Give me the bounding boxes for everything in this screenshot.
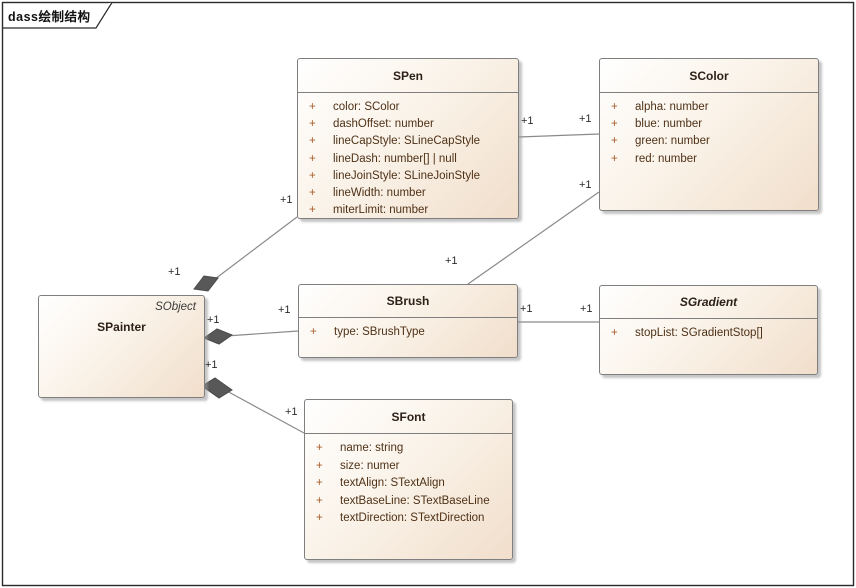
visibility-public-icon: + bbox=[309, 101, 316, 113]
attribute-row: + dashOffset: number bbox=[298, 116, 518, 133]
attribute-text: red: number bbox=[635, 152, 698, 165]
visibility-public-icon: + bbox=[309, 118, 316, 131]
attribute-row: + size: numer bbox=[305, 458, 512, 476]
attribute-text: lineWidth: number bbox=[333, 186, 426, 199]
attribute-text: dashOffset: number bbox=[333, 118, 434, 131]
diagram-frame-tab bbox=[2, 2, 113, 29]
multiplicity-label[interactable]: +1 bbox=[579, 179, 592, 191]
composition-diamond-icon[interactable] bbox=[202, 328, 234, 345]
attribute-row: + lineDash: number[] | null bbox=[298, 151, 518, 168]
visibility-public-icon: + bbox=[316, 442, 323, 454]
attribute-text: alpha: number bbox=[635, 101, 709, 113]
class-box-scolor[interactable]: SColor + alpha: number + blue: number + … bbox=[599, 58, 819, 211]
attribute-row: + textDirection: STextDirection bbox=[305, 510, 512, 528]
attribute-row: + stopList: SGradientStop[] bbox=[600, 325, 817, 342]
visibility-public-icon: + bbox=[309, 135, 316, 148]
class-title: SGradient bbox=[600, 286, 817, 319]
diagram-title: dass绘制结构 bbox=[8, 10, 91, 24]
multiplicity-label[interactable]: +1 bbox=[285, 406, 298, 418]
class-title: SColor bbox=[600, 59, 818, 93]
attribute-row: + color: SColor bbox=[298, 99, 518, 116]
attribute-row: + lineWidth: number bbox=[298, 185, 518, 202]
class-title: SBrush bbox=[299, 285, 517, 318]
multiplicity-label[interactable]: +1 bbox=[278, 304, 291, 316]
attribute-row: + blue: number bbox=[600, 116, 818, 133]
multiplicity-label[interactable]: +1 bbox=[445, 255, 458, 267]
visibility-public-icon: + bbox=[309, 152, 316, 165]
visibility-public-icon: + bbox=[316, 477, 323, 489]
attribute-compartment: + type: SBrushType bbox=[299, 318, 517, 341]
attribute-text: textDirection: STextDirection bbox=[340, 512, 485, 524]
attribute-compartment: + name: string + size: numer + textAlign… bbox=[305, 434, 512, 528]
class-box-sgradient[interactable]: SGradient + stopList: SGradientStop[] bbox=[599, 285, 818, 375]
multiplicity-label[interactable]: +1 bbox=[521, 115, 534, 127]
multiplicity-label[interactable]: +1 bbox=[205, 359, 218, 371]
attribute-row: + name: string bbox=[305, 440, 512, 458]
attribute-text: blue: number bbox=[635, 118, 703, 131]
multiplicity-label[interactable]: +1 bbox=[280, 194, 293, 206]
connector-spainter-spen[interactable] bbox=[210, 216, 298, 283]
attribute-compartment: + alpha: number + blue: number + green: … bbox=[600, 93, 818, 168]
attribute-text: lineJoinStyle: SLineJoinStyle bbox=[333, 169, 481, 182]
visibility-public-icon: + bbox=[309, 204, 316, 217]
visibility-public-icon: + bbox=[310, 326, 317, 338]
visibility-public-icon: + bbox=[611, 327, 618, 339]
attribute-row: + green: number bbox=[600, 133, 818, 150]
multiplicity-label[interactable]: +1 bbox=[207, 314, 220, 326]
attribute-text: size: numer bbox=[340, 459, 400, 472]
composition-diamond-icon[interactable] bbox=[193, 275, 219, 292]
attribute-text: textAlign: STextAlign bbox=[340, 477, 445, 489]
attribute-row: + lineCapStyle: SLineCapStyle bbox=[298, 133, 518, 150]
multiplicity-label[interactable]: +1 bbox=[580, 303, 593, 315]
visibility-public-icon: + bbox=[316, 512, 323, 524]
attribute-compartment: + color: SColor + dashOffset: number + l… bbox=[298, 93, 518, 219]
attribute-row: + alpha: number bbox=[600, 99, 818, 116]
attribute-text: type: SBrushType bbox=[334, 326, 425, 338]
visibility-public-icon: + bbox=[316, 494, 323, 507]
visibility-public-icon: + bbox=[309, 186, 316, 199]
attribute-text: stopList: SGradientStop[] bbox=[635, 327, 763, 339]
visibility-public-icon: + bbox=[611, 101, 618, 113]
multiplicity-label[interactable]: +1 bbox=[520, 303, 533, 315]
attribute-row: + textAlign: STextAlign bbox=[305, 475, 512, 493]
attribute-text: lineCapStyle: SLineCapStyle bbox=[333, 135, 481, 148]
attribute-text: green: number bbox=[635, 135, 710, 148]
attribute-text: textBaseLine: STextBaseLine bbox=[340, 494, 490, 507]
connector-spen-scolor[interactable] bbox=[518, 133, 600, 138]
multiplicity-label[interactable]: +1 bbox=[579, 113, 592, 125]
class-box-spen[interactable]: SPen + color: SColor + dashOffset: numbe… bbox=[297, 58, 519, 219]
attribute-row: + textBaseLine: STextBaseLine bbox=[305, 493, 512, 511]
connector-sbrush-scolor[interactable] bbox=[467, 191, 600, 285]
composition-diamond-icon[interactable] bbox=[201, 377, 233, 399]
connector-spainter-sbrush[interactable] bbox=[225, 330, 299, 337]
class-title: SFont bbox=[305, 400, 512, 434]
class-box-spainter[interactable]: SObject SPainter bbox=[38, 295, 205, 398]
attribute-text: name: string bbox=[340, 442, 404, 454]
attribute-row: + miterLimit: number bbox=[298, 202, 518, 219]
visibility-public-icon: + bbox=[611, 152, 618, 165]
attribute-text: miterLimit: number bbox=[333, 204, 429, 217]
attribute-text: lineDash: number[] | null bbox=[333, 152, 457, 165]
attribute-compartment: + stopList: SGradientStop[] bbox=[600, 319, 817, 342]
attribute-row: + type: SBrushType bbox=[299, 324, 517, 341]
class-title: SPainter bbox=[97, 320, 146, 334]
class-box-sfont[interactable]: SFont + name: string + size: numer + tex… bbox=[304, 399, 513, 560]
multiplicity-label[interactable]: +1 bbox=[168, 266, 181, 278]
class-title: SPen bbox=[298, 59, 518, 93]
attribute-row: + lineJoinStyle: SLineJoinStyle bbox=[298, 168, 518, 185]
connector-spainter-sfont[interactable] bbox=[224, 389, 305, 434]
attribute-row: + red: number bbox=[600, 151, 818, 168]
attribute-text: color: SColor bbox=[333, 101, 400, 113]
visibility-public-icon: + bbox=[611, 135, 618, 148]
class-box-sbrush[interactable]: SBrush + type: SBrushType bbox=[298, 284, 518, 358]
visibility-public-icon: + bbox=[316, 459, 323, 472]
visibility-public-icon: + bbox=[309, 169, 316, 182]
visibility-public-icon: + bbox=[611, 118, 618, 131]
stereotype-label: SObject bbox=[155, 301, 196, 313]
